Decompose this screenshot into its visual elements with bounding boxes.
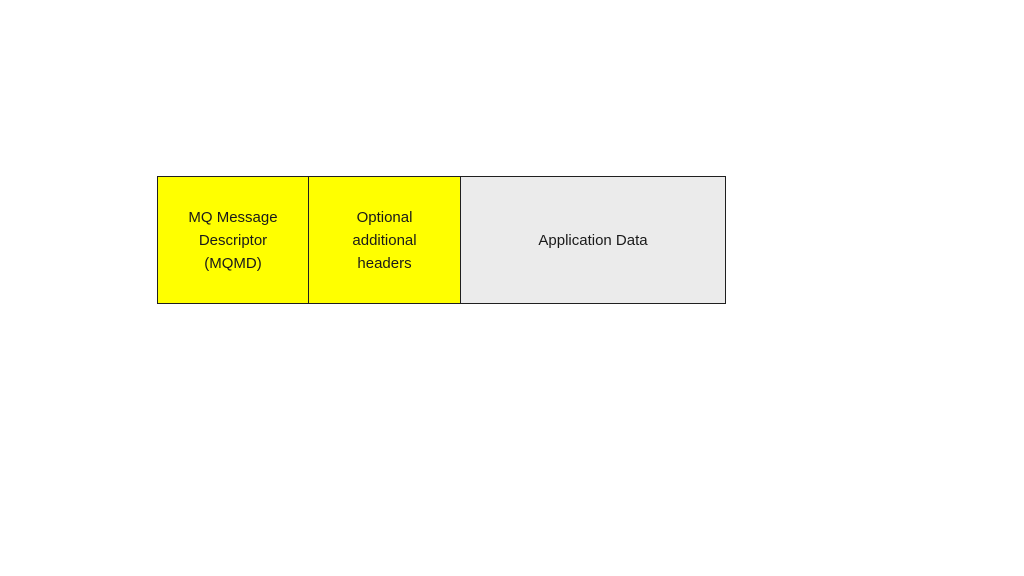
segment-label-application-data: Application Data: [538, 231, 648, 249]
segment-label-headers: Optional additional headers: [352, 208, 417, 272]
segment-mq-message-descriptor: MQ Message Descriptor (MQMD): [158, 177, 309, 303]
segment-label-mqmd: MQ Message Descriptor (MQMD): [188, 208, 278, 272]
mq-message-structure-diagram: MQ Message Descriptor (MQMD) Optional ad…: [157, 176, 726, 304]
segment-optional-additional-headers: Optional additional headers: [309, 177, 461, 303]
segment-application-data: Application Data: [461, 177, 725, 303]
